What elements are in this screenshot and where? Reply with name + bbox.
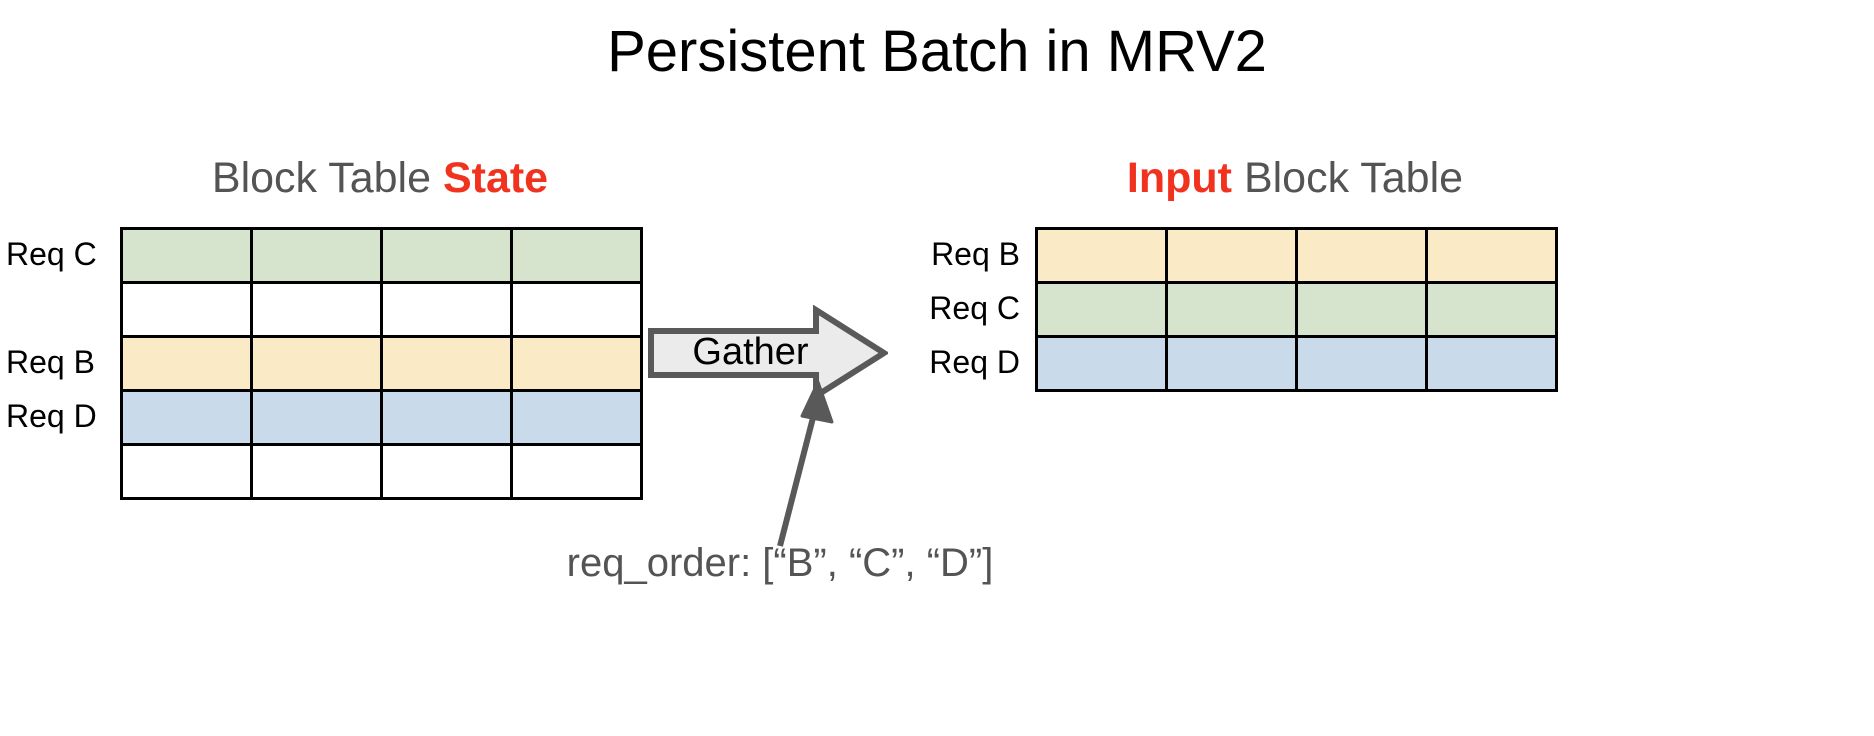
block-cell <box>1425 281 1558 338</box>
block-cell <box>120 227 253 284</box>
right-heading-suffix: Block Table <box>1232 154 1464 202</box>
table-row <box>1035 335 1558 392</box>
block-cell <box>1035 281 1168 338</box>
block-cell <box>510 227 643 284</box>
block-cell <box>1295 227 1428 284</box>
table-row <box>120 443 643 500</box>
row-label-req-c: Req C <box>929 290 1020 326</box>
block-cell <box>1425 227 1558 284</box>
row-label-req-b: Req B <box>931 236 1020 272</box>
block-cell <box>250 443 383 500</box>
req-order-annotation: req_order: [“B”, “C”, “D”] <box>566 541 994 585</box>
block-cell <box>250 281 383 338</box>
table-row <box>120 281 643 338</box>
row-label-req-d: Req D <box>6 398 97 434</box>
row-label-req-d: Req D <box>929 344 1020 380</box>
left-heading-accent: State <box>442 154 549 202</box>
block-cell <box>120 335 253 392</box>
block-cell <box>510 335 643 392</box>
gather-operation-label: Gather <box>692 331 809 373</box>
block-cell <box>510 443 643 500</box>
block-cell <box>1425 335 1558 392</box>
block-cell <box>1165 281 1298 338</box>
block-table-state <box>120 227 643 500</box>
block-cell <box>1035 335 1168 392</box>
block-cell <box>120 389 253 446</box>
block-cell <box>510 389 643 446</box>
block-cell <box>250 227 383 284</box>
block-cell <box>380 389 513 446</box>
row-label-req-b: Req B <box>6 344 95 380</box>
row-label-req-c: Req C <box>6 236 97 272</box>
right-heading-accent: Input <box>1126 154 1232 202</box>
block-table-input <box>1035 227 1558 392</box>
table-row <box>120 227 643 284</box>
block-cell <box>1295 281 1428 338</box>
req-order-pointer-arrow-icon <box>777 380 834 547</box>
block-cell <box>380 335 513 392</box>
block-cell <box>380 281 513 338</box>
gather-arrow-icon <box>648 305 888 401</box>
page-title: Persistent Batch in MRV2 <box>607 19 1267 84</box>
table-row <box>120 389 643 446</box>
block-cell <box>510 281 643 338</box>
block-cell <box>120 281 253 338</box>
block-table-input-body <box>1035 227 1558 392</box>
block-cell <box>1165 227 1298 284</box>
table-row <box>1035 227 1558 284</box>
left-panel-heading: Block Table State <box>120 152 640 204</box>
left-heading-prefix: Block Table <box>211 154 443 202</box>
block-cell <box>380 443 513 500</box>
table-row <box>1035 281 1558 338</box>
block-cell <box>380 227 513 284</box>
block-cell <box>250 389 383 446</box>
table-row <box>120 335 643 392</box>
block-cell <box>120 443 253 500</box>
right-panel-heading: Input Block Table <box>1035 152 1555 204</box>
block-table-state-body <box>120 227 643 500</box>
block-cell <box>1295 335 1428 392</box>
block-cell <box>1165 335 1298 392</box>
block-cell <box>250 335 383 392</box>
block-cell <box>1035 227 1168 284</box>
